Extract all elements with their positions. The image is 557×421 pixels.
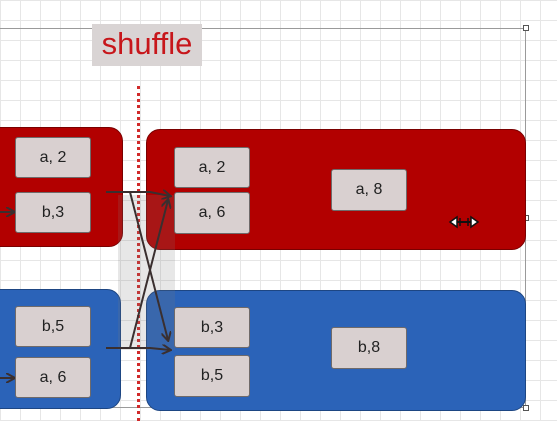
record-right-red-2[interactable]: a, 6: [174, 192, 250, 234]
resize-handle-bottom-right[interactable]: [523, 405, 529, 411]
record-right-red-1[interactable]: a, 2: [174, 147, 250, 188]
title-highlight: [92, 24, 202, 66]
result-right-blue[interactable]: b,8: [331, 327, 407, 369]
arrow-red-to-blue: [106, 191, 168, 340]
record-left-blue-2[interactable]: a, 6: [15, 357, 91, 398]
record-left-red-2[interactable]: b,3: [15, 192, 91, 233]
record-left-red-1[interactable]: a, 2: [15, 137, 91, 178]
shuffle-divider: [137, 86, 140, 421]
diagram-title: shuffle: [101, 26, 193, 61]
resize-handle-top-right[interactable]: [523, 25, 529, 31]
record-left-blue-1[interactable]: b,5: [15, 306, 91, 347]
arrow-blue-to-blue: [106, 348, 170, 350]
record-right-blue-2[interactable]: b,5: [174, 355, 250, 397]
result-right-red[interactable]: a, 8: [331, 169, 407, 211]
resize-horizontal-icon: [448, 215, 480, 229]
record-right-blue-1[interactable]: b,3: [174, 307, 250, 348]
